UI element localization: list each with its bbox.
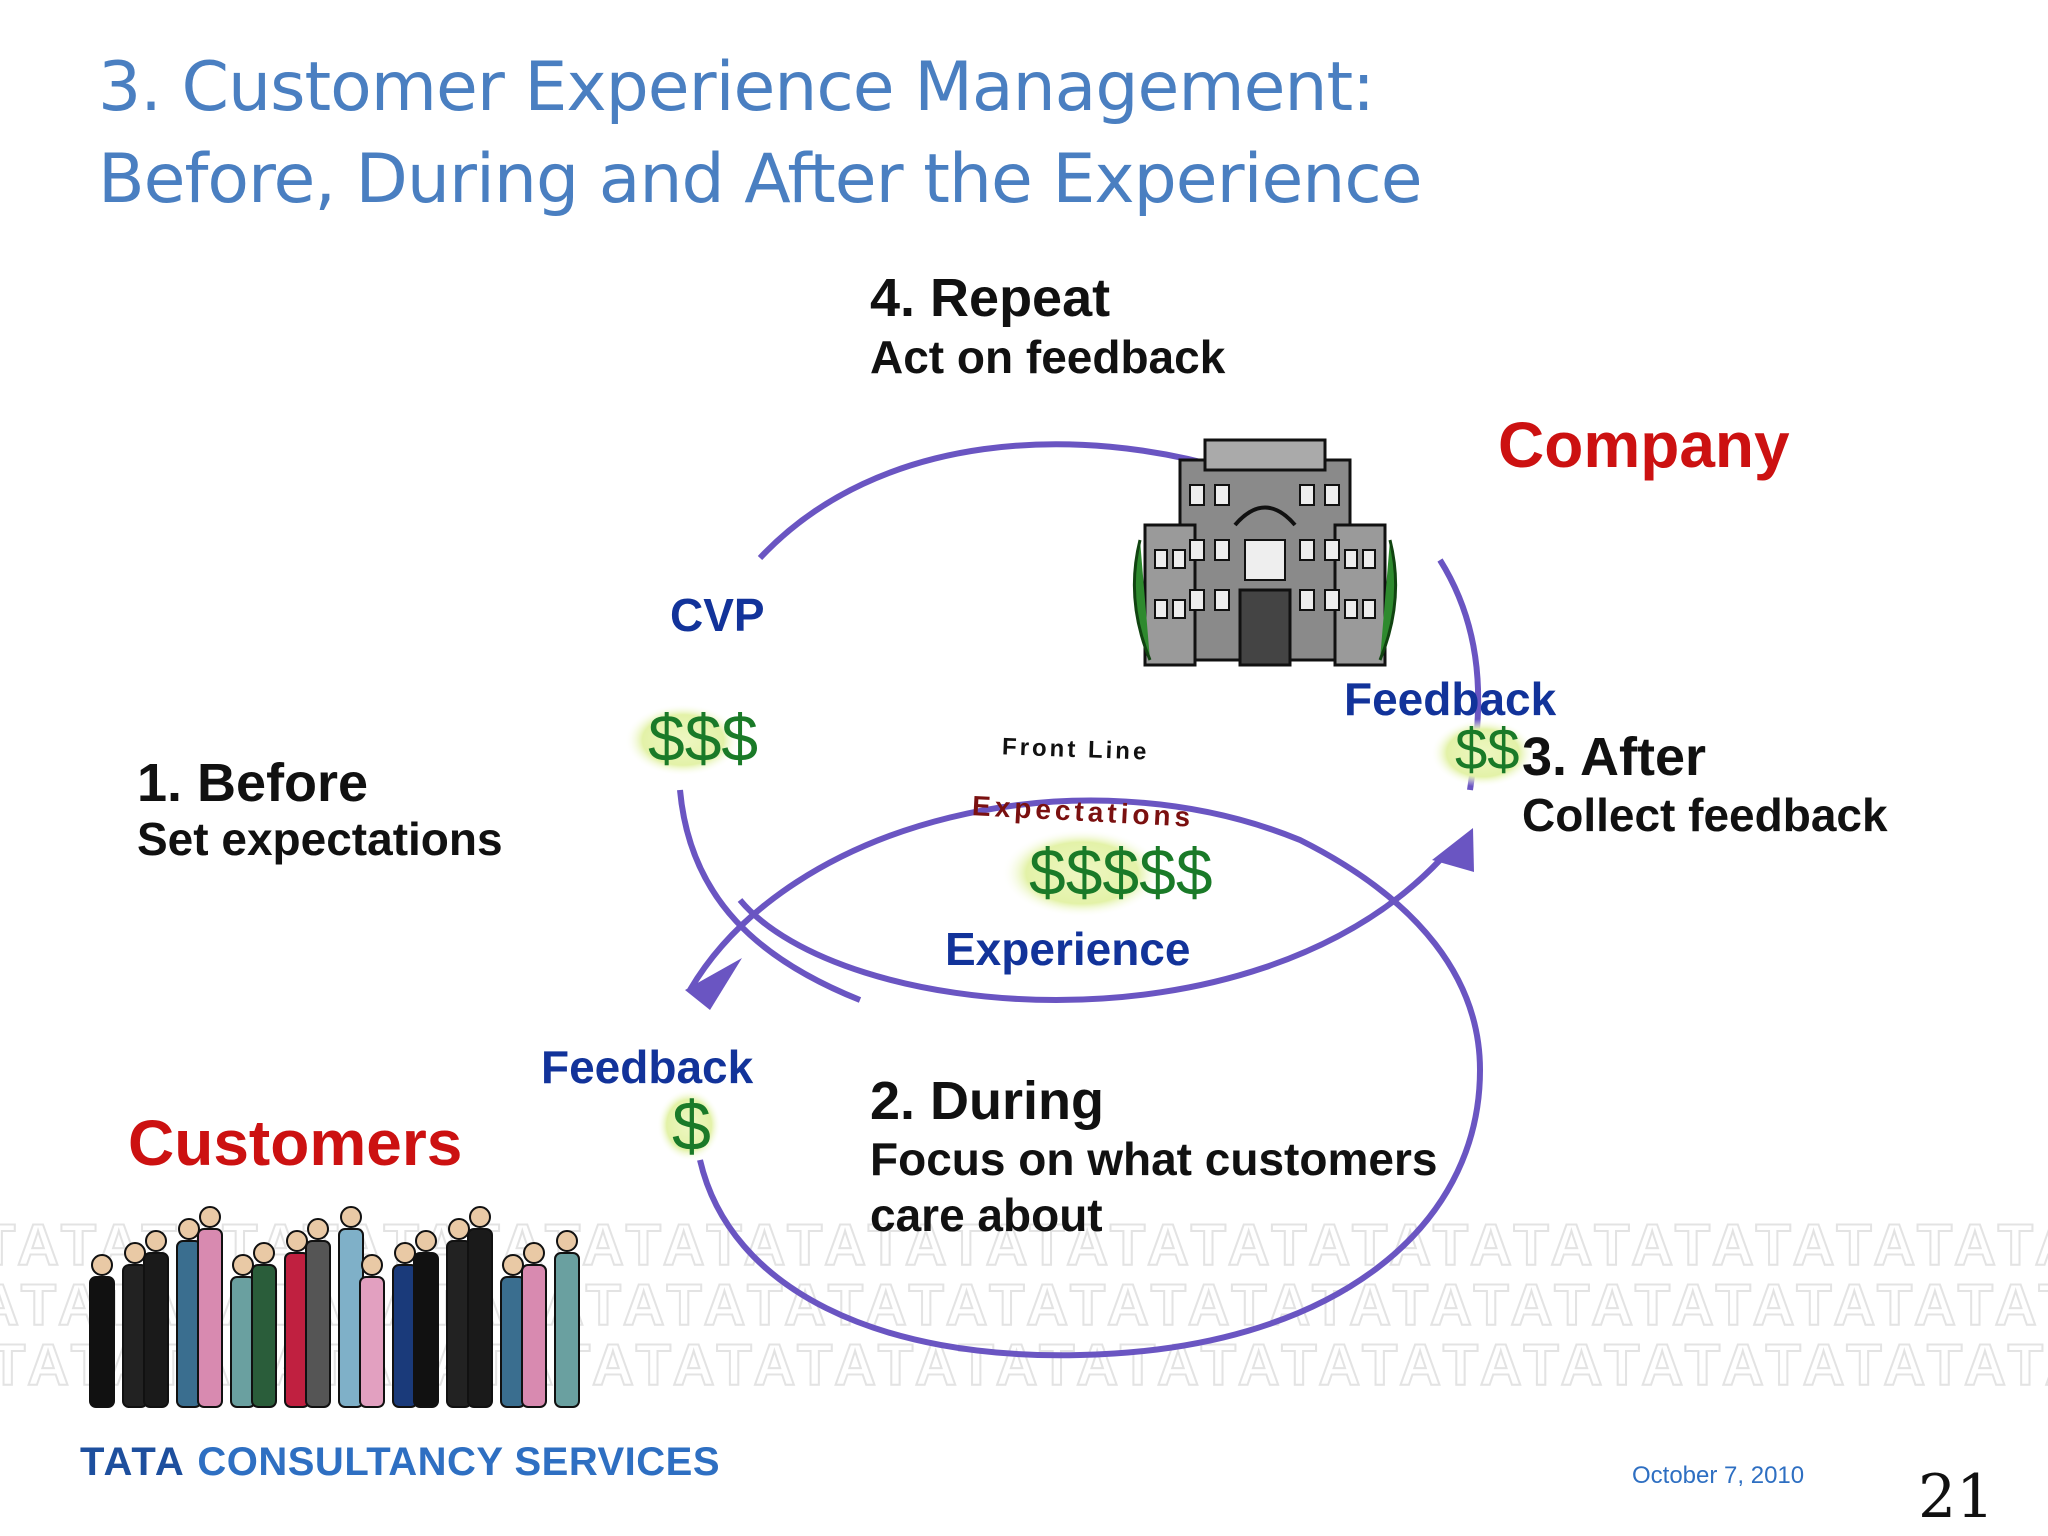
customer-figure [467,1206,493,1408]
customer-figure [500,1254,526,1408]
customer-figure [251,1242,277,1408]
customer-figure [230,1254,256,1408]
customer-figure [197,1206,223,1408]
customer-figure [143,1230,169,1408]
customer-figure [446,1218,472,1408]
outer-loop [757,441,1231,561]
customer-figure [359,1254,385,1408]
slide-date: October 7, 2010 [1632,1462,1805,1489]
customer-figure [392,1242,418,1408]
company-label: Company [1498,409,1790,481]
customer-figure [305,1218,331,1408]
step-1-text: Set expectations [137,813,503,865]
page-number: 21 [1918,1462,1995,1532]
money-feedback-top: $$ [1455,717,1520,782]
feedback-label-top: Feedback [1344,673,1557,725]
front-line-label: Front Line [1001,733,1150,766]
company-building-icon [1132,438,1398,667]
inner-ellipse-upper [687,797,1484,1359]
customer-figure [89,1254,115,1408]
experience-label: Experience [945,923,1191,975]
customer-figure [176,1218,202,1408]
tcs-logo: TATA CONSULTANCY SERVICES [80,1440,720,1485]
customer-figure [554,1230,580,1408]
step-2-heading: 2. During [870,1071,1105,1131]
step-1-heading: 1. Before [137,753,369,813]
tcs-logo-brand: TATA [80,1440,186,1484]
feedback-label-bottom: Feedback [541,1041,754,1093]
step-2-text-line-1: Focus on what customers [870,1133,1438,1185]
arrow-head-left [685,958,742,1010]
customers-crowd-illustration [89,1206,580,1408]
customers-label: Customers [128,1107,463,1179]
slide-title-line-1: 3. Customer Experience Management: [98,48,1375,127]
step-4-heading: 4. Repeat [870,268,1111,328]
customer-figure [521,1242,547,1408]
tcs-logo-text: CONSULTANCY SERVICES [197,1440,721,1484]
step-2-text-line-2: care about [870,1189,1103,1241]
customer-figure [413,1230,439,1408]
cvp-label: CVP [670,589,765,641]
step-3-heading: 3. After [1522,727,1707,787]
customer-figure [284,1230,310,1408]
money-cvp: $$$ [648,701,759,775]
step-4-text: Act on feedback [870,331,1226,383]
step-3-text: Collect feedback [1522,789,1888,841]
money-experience: $$$$$ [1029,835,1213,909]
arrow-head-right [1432,828,1474,872]
money-feedback-bottom: $ [672,1087,711,1165]
outer-loop-left [677,789,862,1003]
inner-ellipse-lower [737,857,1443,1003]
slide-title-line-2: Before, During and After the Experience [98,140,1423,219]
customer-figure [122,1242,148,1408]
